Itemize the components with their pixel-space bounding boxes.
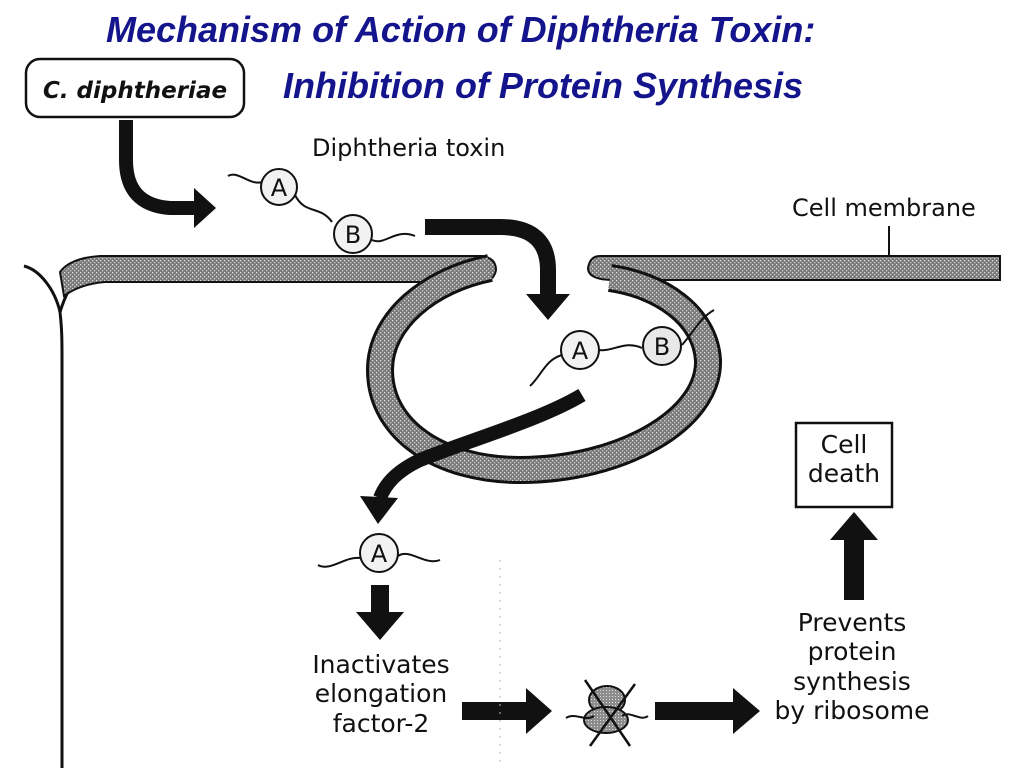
up-arrow [830,512,878,600]
entry-arrow [425,219,570,320]
source-box: C. diphtheriae [24,57,246,119]
toxin-subunit-b: B [333,214,373,254]
title-line-2: Inhibition of Protein Synthesis [283,65,804,106]
toxin-free: A B [227,168,416,254]
source-label: C. diphtheriae [43,78,227,104]
toxin-internalized: A B [529,309,715,387]
toxin-label: Diphtheria toxin [312,134,505,162]
cell-membrane [23,254,1001,768]
release-arrow [119,120,216,228]
subunit-a-label: A [271,174,288,202]
release-a-arrow [360,388,586,524]
down-arrow [356,585,404,640]
membrane-label: Cell membrane [792,194,976,222]
cell-death-box [794,421,894,509]
source-box-frame [24,57,246,119]
arrow-to-prevents [655,688,760,734]
cross-line-2 [588,683,637,747]
ribosome-blocked [565,679,649,747]
a-fragment-label: A [371,540,388,568]
prevents-synthesis-label: Prevents protein synthesis by ribosome [774,608,930,725]
internal-subunit-b-label: B [654,333,670,361]
internal-subunit-a: A [560,330,600,370]
cell-death-label: Cell death [807,430,881,489]
arrow-to-ribosome [462,688,552,734]
internal-subunit-a-label: A [572,337,589,365]
subunit-b-label: B [345,221,361,249]
toxin-subunit-a: A [260,168,298,206]
a-fragment: A [317,533,441,573]
inactivates-ef2-label: Inactivates elongation factor-2 [312,650,450,738]
internal-subunit-b: B [642,326,682,366]
cross-line-1 [583,679,632,747]
title-line-1: Mechanism of Action of Diphtheria Toxin: [106,9,816,50]
